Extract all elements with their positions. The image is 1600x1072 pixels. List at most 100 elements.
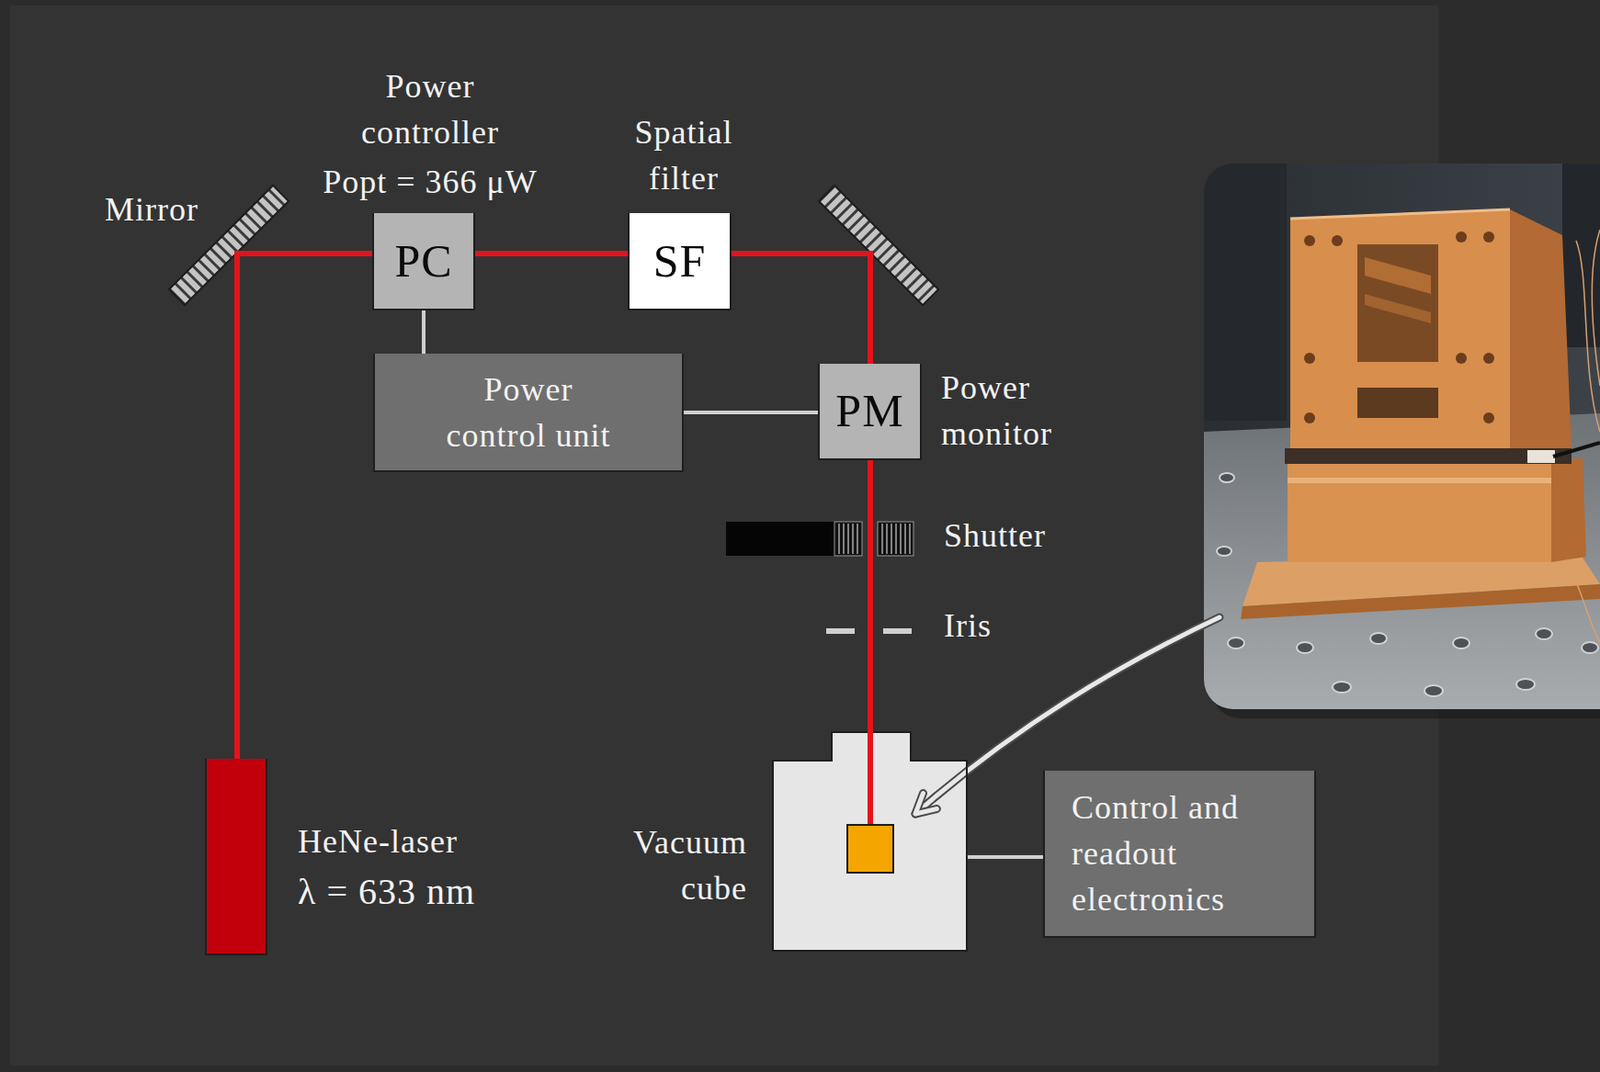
node-label: Vacuum cube [600,819,748,912]
table-hole [1452,637,1470,649]
vacuum-cube-drawing [771,732,968,953]
screw-hole [1483,231,1495,243]
iris-symbol [826,628,855,635]
laser-beam [234,256,240,760]
cube-body [771,760,968,953]
table-hole [1370,633,1387,645]
table-hole [1227,637,1245,649]
copper-base-edge [1240,584,1600,620]
shutter-blade [834,521,863,557]
stripe [838,523,840,555]
window-reflection [1364,257,1431,295]
stripe [881,523,884,555]
signal-wire [421,310,426,354]
node-label: Mirror [104,186,243,233]
photo-shade [1203,163,1287,421]
table-hole [1535,628,1553,640]
window-reflection [1364,294,1431,324]
text-area [773,760,966,951]
power-monitor-box: PMPower monitor [817,363,922,461]
mirror-symbol [818,185,939,306]
node-text: Power control unit [437,366,620,459]
node-label: HeNe-laser [297,818,556,865]
screw-hole [1331,235,1343,247]
screw-holes [1304,231,1495,424]
laser-beam [867,460,874,761]
optical-table [1203,413,1600,710]
screw-hole [1304,235,1316,247]
stripe [904,523,907,555]
table-hole [1216,546,1232,557]
screw-hole [1304,352,1316,364]
shutter-blade [877,521,914,557]
screw-hole [1304,412,1316,424]
stripe [847,523,850,555]
wire [1576,240,1600,432]
laser-body: HeNe-laserλ = 633 nm [204,759,268,956]
spatial-filter-box: SFSpatial filter [627,213,732,311]
screw-hole [1455,231,1467,243]
copper-edge [1290,209,1510,219]
screw-hole [1455,352,1467,364]
table-hole [1296,642,1314,654]
stripe [890,523,893,555]
photo-content [1203,163,1600,710]
block-gap [1284,448,1572,465]
laser-beam [239,250,373,257]
node-label: Power monitor [941,364,1098,457]
text-area: Power control unit [374,353,682,471]
power-controller-box: PCPower controllerPopt = 366 μW [372,213,476,311]
text-area: PC [374,213,474,309]
screw-hole [1483,352,1495,364]
copper-lower-block [1287,464,1552,563]
table-hole [1424,685,1443,697]
stripe [885,523,888,555]
text-area [234,250,240,257]
node-text: PM [835,379,904,443]
screw-hole [1483,412,1495,424]
photo-background [1203,163,1600,710]
table-hole [1581,642,1599,654]
text-area: Control and readout electronics [1044,771,1315,937]
node-text: SF [653,229,707,294]
node-label: Spatial filter [614,109,753,202]
stripe [851,523,854,555]
shutter-stripes [839,523,910,555]
node-text: Control and readout electronics [1071,784,1256,923]
copper-window [1357,244,1439,363]
copper-lower-side [1551,457,1587,563]
copper-upper-block [1290,209,1510,449]
laser-beam [475,250,628,257]
detector-chip [847,825,894,874]
text-area: SF [629,213,730,309]
mirror-symbol [818,185,939,306]
wire [1566,560,1600,644]
electronics-box: Control and readout electronics [1043,771,1317,939]
callout-arrowhead [915,794,937,816]
signal-wire [683,410,818,415]
node-label: λ = 633 nm [297,869,592,916]
laser-beam [731,253,871,364]
shutter-blade [726,521,835,557]
copper-slot [1357,387,1439,419]
stripe [856,523,859,555]
stripe [895,523,897,555]
stripe [842,523,845,555]
photo [1203,163,1600,719]
signal-wire [967,855,1044,860]
iris-symbol [883,628,912,635]
power-control-unit-box: Power control unit [373,353,684,473]
wire [1591,229,1600,386]
stripe [899,523,902,555]
callout-arrowhead [915,794,937,816]
copper-upper-side [1509,209,1572,449]
mirror-node: Mirror [234,250,240,257]
text-area [206,759,266,954]
node-text: PC [394,229,453,294]
node-label: Power controller [338,63,522,156]
vacuum-cube: Vacuum cube [771,760,968,953]
part-label: Iris [943,602,992,649]
text-area: PM [819,363,920,459]
stripe [908,523,911,555]
